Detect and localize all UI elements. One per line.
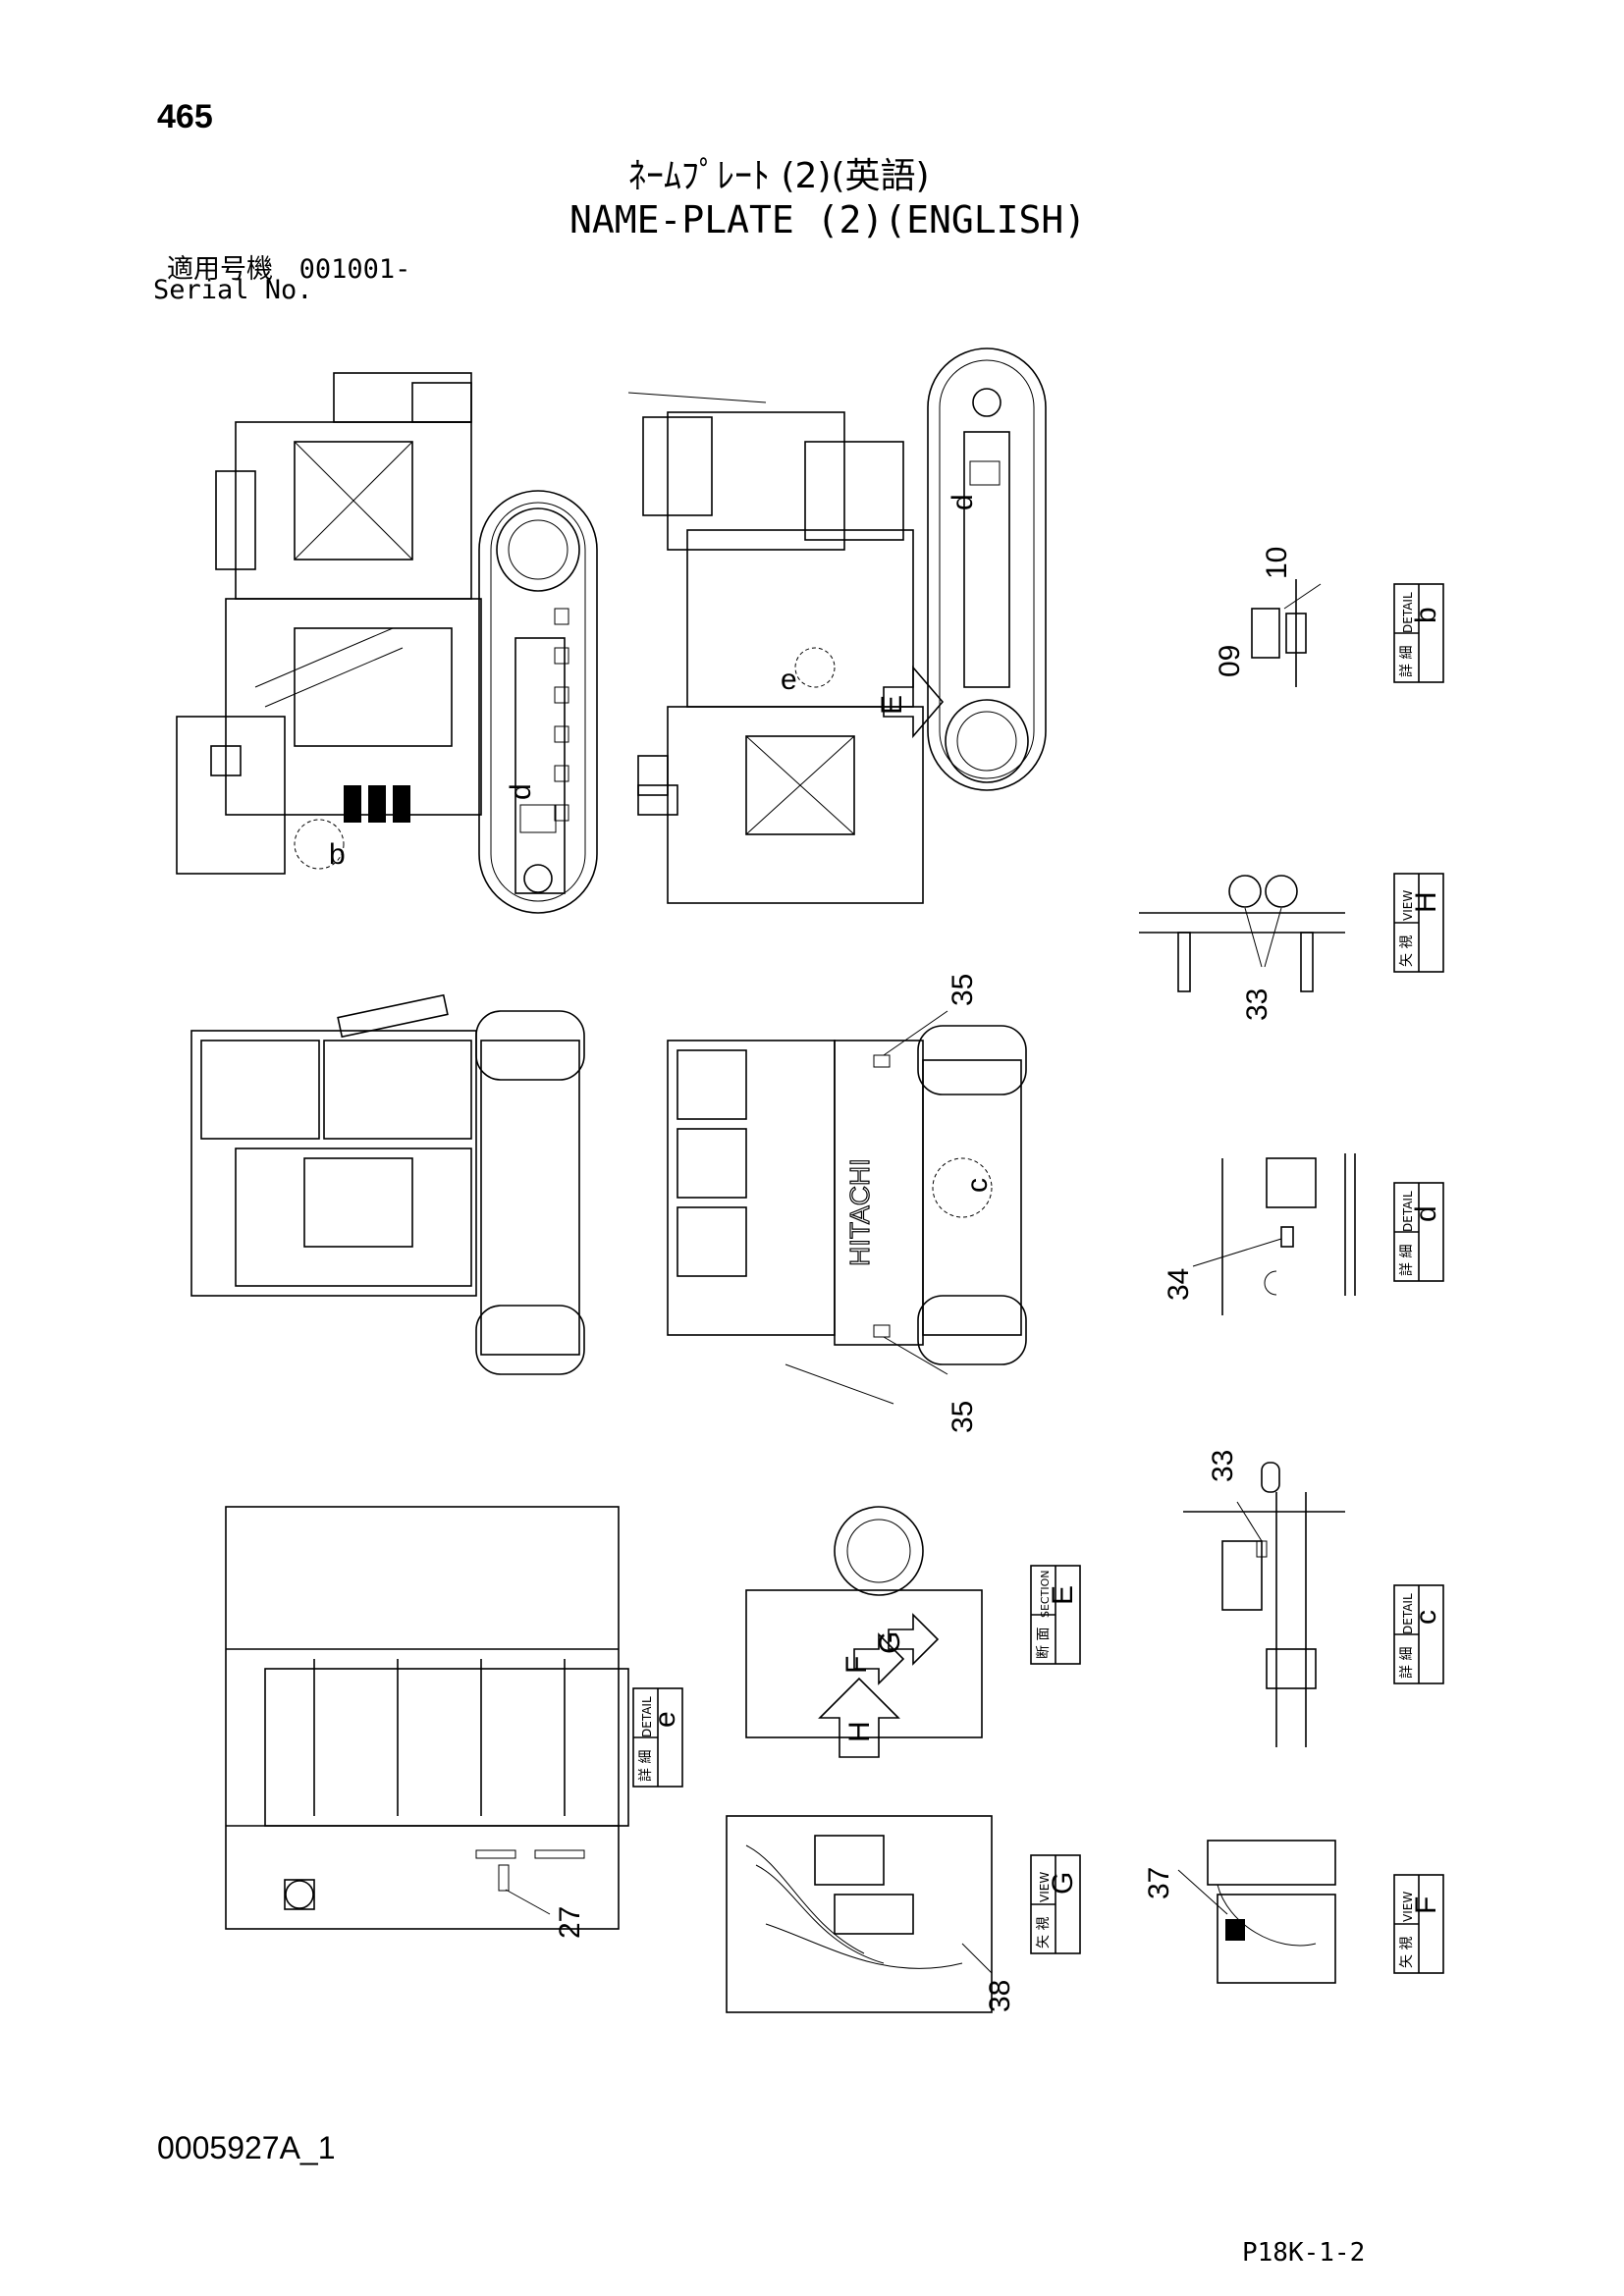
view-F-drawing: 37 <box>1143 1840 1336 1984</box>
detail-ref-b: b <box>329 838 346 871</box>
serial-label-row: 適用号機 001001- <box>167 247 410 286</box>
catalog-code: P18K-1-2 <box>1242 2238 1366 2268</box>
detail-c-drawing: 33 <box>1183 1450 1345 1747</box>
section-en-E: SECTION <box>1039 1571 1052 1618</box>
detail-en-d: DETAIL <box>1401 1191 1415 1232</box>
detail-mark-b: b <box>1410 607 1442 623</box>
view-en-H: VIEW <box>1401 890 1415 921</box>
section-E-drawing: F G H <box>745 1506 983 1758</box>
view-mark-H: H <box>1410 891 1442 913</box>
callout-10: 10 <box>1261 547 1293 579</box>
view-mark-F: F <box>1410 1896 1442 1914</box>
detail-mark-d: d <box>1410 1205 1442 1222</box>
detail-jp-e: 詳 細 <box>638 1750 654 1782</box>
track-rollers <box>554 608 569 822</box>
section-mark-E: E <box>1047 1585 1079 1605</box>
detail-ref-e-1: e <box>781 664 797 696</box>
detail-ref-d-2: d <box>947 494 979 510</box>
view-H-drawing: 33 <box>1139 875 1345 1021</box>
view-F-label-box: F 矢 視 VIEW <box>1393 1874 1444 1974</box>
callout-27: 27 <box>554 1906 586 1939</box>
detail-b-label-box: b 詳 細 DETAIL <box>1393 583 1444 683</box>
drawing-number: 0005927A_1 <box>157 2130 336 2165</box>
page-number: 465 <box>157 98 213 135</box>
detail-d-label-box: d 詳 細 DETAIL <box>1393 1182 1444 1282</box>
callout-33-a: 33 <box>1241 988 1273 1021</box>
serial-label-en: Serial No. <box>153 275 313 305</box>
machine-side-view-right: e E d <box>627 347 1047 904</box>
detail-en-b: DETAIL <box>1401 592 1415 633</box>
view-jp-H: 矢 視 <box>1399 935 1415 967</box>
callout-38: 38 <box>984 1980 1016 2012</box>
detail-jp-d: 詳 細 <box>1399 1245 1415 1276</box>
callout-09: 09 <box>1214 645 1246 677</box>
machine-top-view-left <box>190 993 585 1375</box>
title-english: NAME-PLATE (2)(ENGLISH) <box>569 198 1087 241</box>
view-arrow-F: F <box>840 1656 873 1674</box>
callout-37: 37 <box>1143 1867 1175 1899</box>
callout-34: 34 <box>1163 1268 1195 1301</box>
detail-e-drawing: 27 <box>225 1506 629 1939</box>
view-mark-G: G <box>1047 1872 1079 1895</box>
serial-label-jp: 適用号機 <box>167 254 273 285</box>
detail-ref-c-1: c <box>961 1178 994 1193</box>
view-arrow-E: E <box>876 695 908 715</box>
view-G-label-box: G 矢 視 VIEW <box>1030 1854 1081 1954</box>
title-japanese: ﾈｰﾑﾌﾟﾚｰﾄ (2)(英語) <box>628 156 930 196</box>
detail-mark-e: e <box>649 1711 681 1728</box>
section-E-label-box: E 断 面 SECTION <box>1030 1565 1081 1665</box>
callout-33-b: 33 <box>1207 1450 1239 1482</box>
view-en-G: VIEW <box>1038 1872 1052 1902</box>
view-jp-G: 矢 視 <box>1036 1917 1052 1949</box>
view-jp-F: 矢 視 <box>1399 1937 1415 1968</box>
callout-35-top: 35 <box>947 974 979 1006</box>
detail-b-drawing: 10 09 <box>1214 547 1322 687</box>
detail-jp-c: 詳 細 <box>1399 1647 1415 1679</box>
view-en-F: VIEW <box>1401 1892 1415 1922</box>
section-jp-E: 断 面 <box>1036 1628 1052 1659</box>
machine-side-view-left: d b <box>176 372 598 914</box>
serial-value: 001001- <box>298 254 411 285</box>
view-arrow-H: H <box>843 1721 876 1742</box>
view-arrow-G: G <box>874 1631 906 1654</box>
detail-c-label-box: c 詳 細 DETAIL <box>1393 1584 1444 1684</box>
callout-35-bottom: 35 <box>947 1401 979 1433</box>
view-H-label-box: H 矢 視 VIEW <box>1393 873 1444 973</box>
machine-top-view-right: HITACHI c 35 35 <box>667 974 1027 1433</box>
detail-jp-b: 詳 細 <box>1399 646 1415 677</box>
detail-mark-c: c <box>1410 1610 1442 1625</box>
hitachi-brand-text: HITACHI <box>844 1158 875 1266</box>
view-G-drawing: 38 <box>726 1815 1016 2013</box>
detail-ref-d-1: d <box>505 783 537 800</box>
detail-en-c: DETAIL <box>1401 1593 1415 1634</box>
detail-e-label-box: e 詳 細 DETAIL <box>632 1687 683 1788</box>
detail-en-e: DETAIL <box>640 1696 654 1737</box>
detail-d-drawing: 34 <box>1163 1153 1356 1315</box>
